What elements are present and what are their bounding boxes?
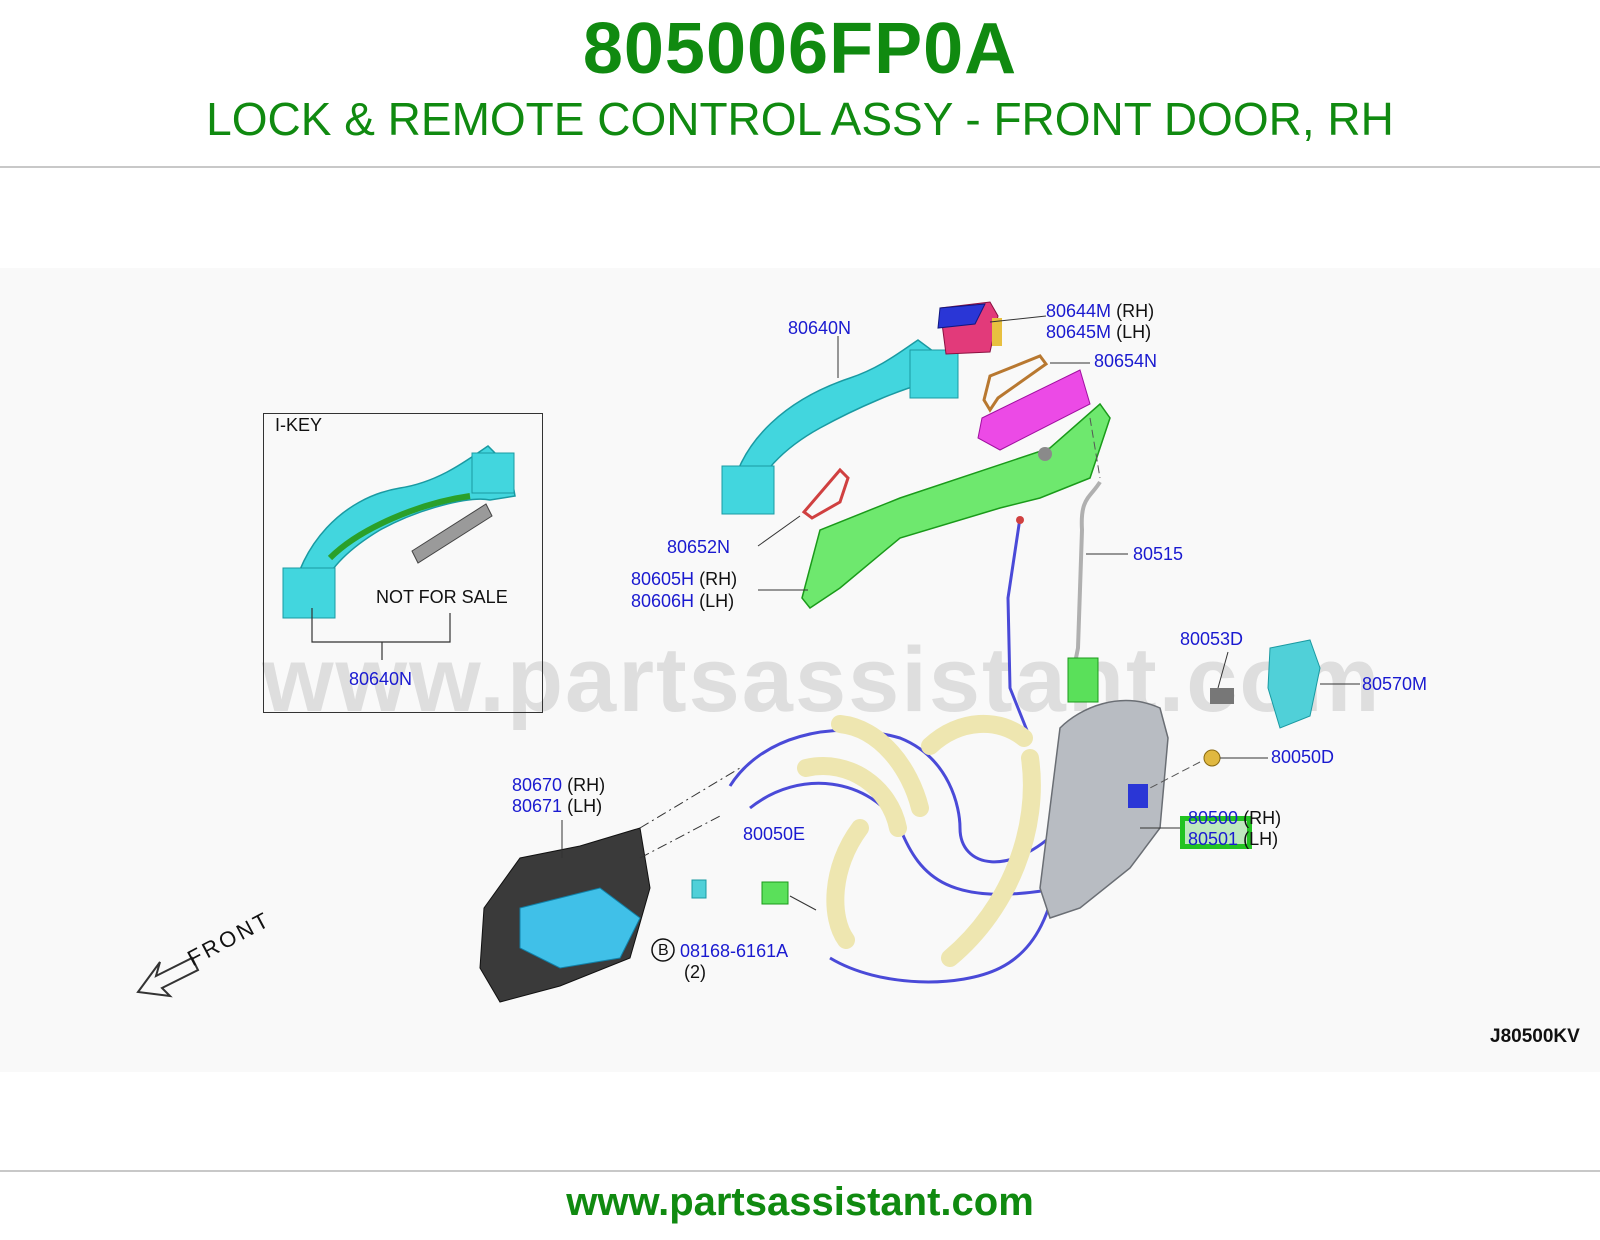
gasket-small-drawing bbox=[801, 467, 850, 520]
ikey-box bbox=[263, 413, 543, 713]
selected-part-highlight bbox=[1180, 816, 1252, 849]
sleeve-4-drawing bbox=[921, 714, 1033, 755]
sleeve-1-drawing bbox=[831, 715, 929, 817]
key-cap-drawing bbox=[937, 301, 1002, 355]
label-inside-handle-rh[interactable]: 80670 (RH) bbox=[512, 775, 606, 795]
figure-code: J80500KV bbox=[1490, 1026, 1580, 1047]
cable-4-drawing bbox=[1006, 517, 1032, 739]
label-handle-top[interactable]: 80640N bbox=[788, 318, 852, 338]
lock-assy-drawing bbox=[1039, 699, 1169, 919]
clip-drawing bbox=[761, 881, 789, 905]
ikey-title: I-KEY bbox=[275, 415, 323, 435]
sleeve-3-drawing bbox=[826, 819, 869, 949]
parts-illustration bbox=[136, 301, 1360, 1003]
screw-drawing bbox=[1210, 688, 1234, 704]
label-gasket-top[interactable]: 80654N bbox=[1094, 351, 1158, 371]
sleeve-5-drawing bbox=[941, 749, 1041, 967]
cable-1-drawing bbox=[728, 728, 1062, 864]
not-for-sale-note: NOT FOR SALE bbox=[376, 587, 508, 607]
outer-handle-drawing bbox=[721, 339, 959, 515]
label-bolt-80050d[interactable]: 80050D bbox=[1271, 747, 1335, 767]
bolt-b-letter: B bbox=[658, 942, 669, 959]
label-bracket-rh[interactable]: 80605H (RH) bbox=[631, 569, 738, 589]
part-number: 805006FP0A bbox=[582, 9, 1018, 89]
label-screw[interactable]: 80053D bbox=[1180, 629, 1244, 649]
bolt-80050d-drawing bbox=[1203, 749, 1221, 767]
bolt-b-circle bbox=[651, 938, 675, 962]
label-bolt-std[interactable]: 08168-6161A bbox=[680, 941, 789, 961]
handle-base-drawing bbox=[977, 369, 1091, 451]
gasket-top-drawing bbox=[982, 354, 1049, 413]
striker-drawing bbox=[1267, 639, 1321, 729]
footer-url[interactable]: www.partsassistant.com bbox=[566, 1180, 1034, 1224]
label-rod[interactable]: 80515 bbox=[1133, 544, 1184, 564]
label-gasket-small[interactable]: 80652N bbox=[667, 537, 731, 557]
watermark-text: www.partsassistant.com bbox=[262, 629, 1382, 731]
label-handle-ikey[interactable]: 80640N bbox=[349, 669, 413, 689]
label-bracket-lh[interactable]: 80606H (LH) bbox=[631, 591, 735, 611]
sleeve-2-drawing bbox=[797, 757, 907, 837]
label-cap-rh[interactable]: 80644M (RH) bbox=[1046, 301, 1155, 321]
parts-diagram: www.partsassistant.com bbox=[0, 268, 1600, 1072]
label-inside-handle-lh[interactable]: 80671 (LH) bbox=[512, 796, 603, 816]
leader-lines bbox=[561, 315, 1360, 858]
bottom-divider bbox=[0, 1170, 1600, 1172]
label-clip[interactable]: 80050E bbox=[743, 824, 806, 844]
label-striker[interactable]: 80570M bbox=[1362, 674, 1428, 694]
label-lock-rh[interactable]: 80500 (RH) bbox=[1188, 808, 1282, 828]
bolt-08168-drawing bbox=[691, 879, 707, 899]
label-bolt-qty: (2) bbox=[684, 962, 706, 982]
label-cap-lh[interactable]: 80645M (LH) bbox=[1046, 322, 1152, 342]
part-description: LOCK & REMOTE CONTROL ASSY - FRONT DOOR,… bbox=[206, 93, 1394, 145]
label-lock-lh[interactable]: 80501 (LH) bbox=[1188, 829, 1279, 849]
bracket-drawing bbox=[801, 402, 1111, 610]
top-divider bbox=[0, 166, 1600, 168]
rod-drawing bbox=[1072, 480, 1102, 669]
page-header: 805006FP0A LOCK & REMOTE CONTROL ASSY - … bbox=[0, 0, 1600, 170]
ikey-handle-drawing bbox=[282, 445, 516, 660]
front-arrow bbox=[136, 956, 200, 998]
